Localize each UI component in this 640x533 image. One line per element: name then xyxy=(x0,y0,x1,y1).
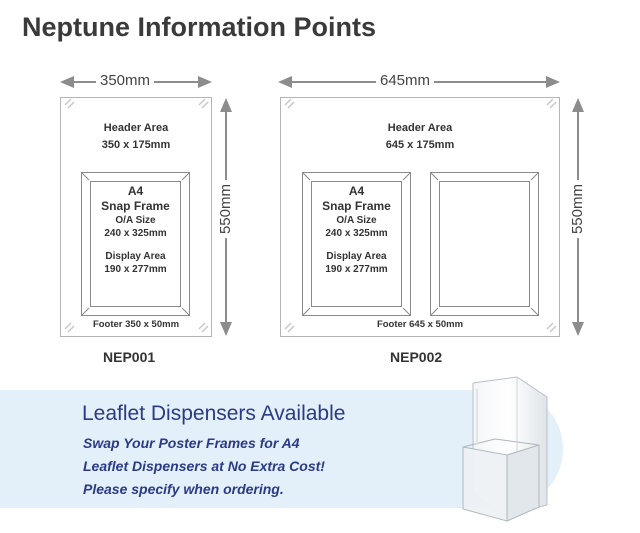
nep002-frame-text: A4 Snap Frame O/A Size 240 x 325mm Displ… xyxy=(322,184,391,275)
nep002-snap-frame-left xyxy=(302,172,411,316)
nep002-header-area: Header Area 645 x 175mm xyxy=(385,122,455,151)
nep002-footer: Footer 645 x 50mm xyxy=(376,319,464,330)
nep002-frame-left-bevels xyxy=(302,172,411,316)
banner-line-2: Leaflet Dispensers at No Extra Cost! xyxy=(83,458,325,474)
banner-line-1: Swap Your Poster Frames for A4 xyxy=(83,435,300,451)
nep001-width-label: 350mm xyxy=(96,72,155,89)
nep002-frame-right-bevels xyxy=(430,172,539,316)
nep002-code: NEP002 xyxy=(390,349,443,365)
leaflet-dispenser-image xyxy=(462,376,548,522)
nep001-screw-icons xyxy=(64,98,209,333)
nep002-height-label: 550mm xyxy=(569,180,586,239)
nep002-width-label: 645mm xyxy=(376,72,435,89)
page-title: Neptune Information Points xyxy=(22,12,376,42)
banner-title: Leaflet Dispensers Available xyxy=(82,402,346,425)
nep001-frame-bevels xyxy=(81,172,190,316)
nep002-screw-icons xyxy=(284,98,557,333)
nep001-header-area: Header Area 350 x 175mm xyxy=(101,122,171,151)
nep001-snap-frame xyxy=(81,172,190,316)
nep001-height-label: 550mm xyxy=(217,180,234,239)
banner-line-3: Please specify when ordering. xyxy=(83,481,284,497)
nep001-footer: Footer 350 x 50mm xyxy=(92,319,180,330)
nep001-code: NEP001 xyxy=(103,349,156,365)
nep001-frame-text: A4 Snap Frame O/A Size 240 x 325mm Displ… xyxy=(101,184,170,275)
nep002-snap-frame-right xyxy=(430,172,539,316)
